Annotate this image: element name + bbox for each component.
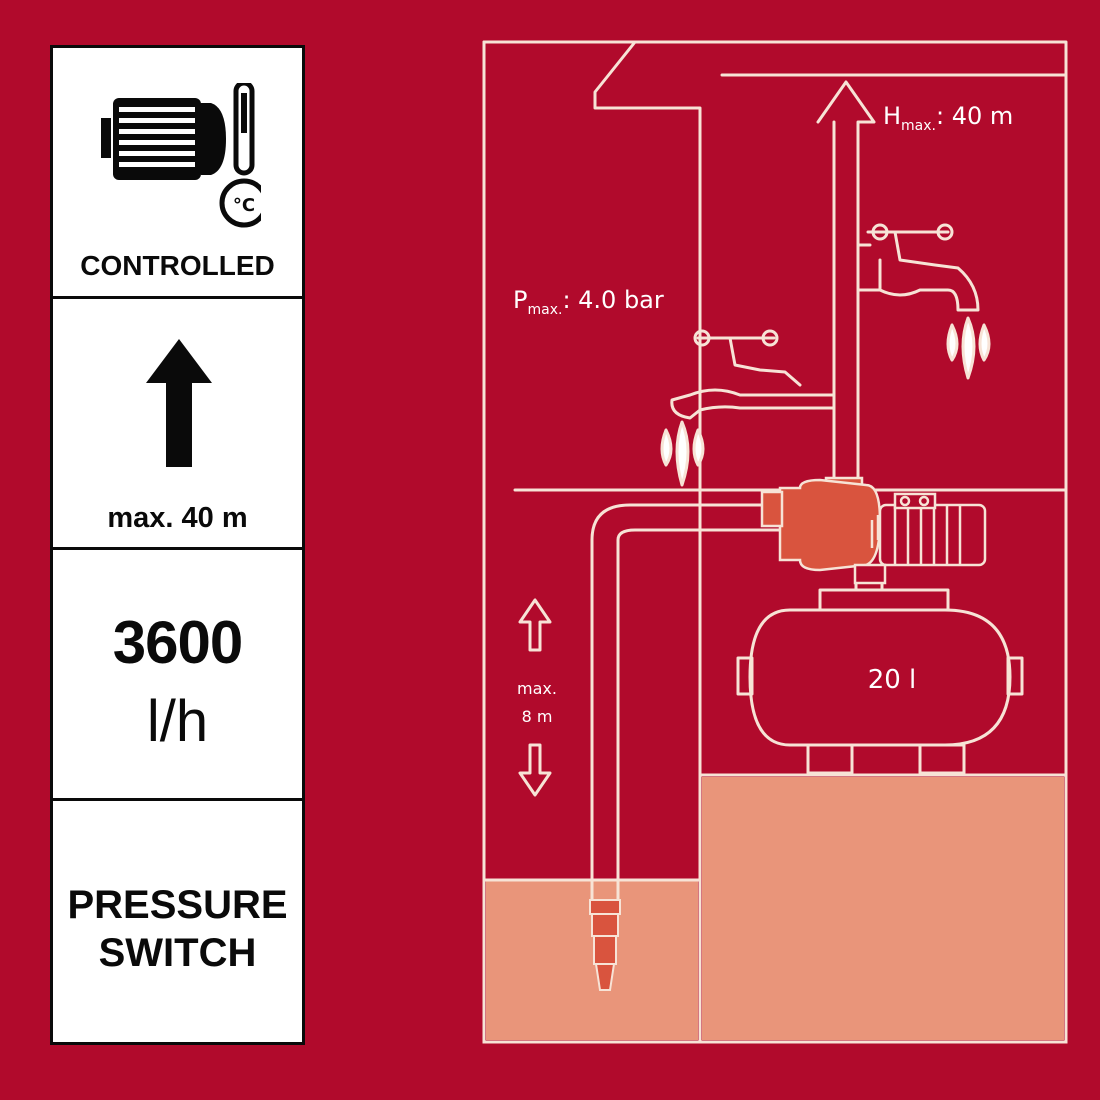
max-head-label: max. 40 m — [107, 502, 248, 534]
flow-rate-value: 3600 — [112, 609, 243, 676]
feature-flow-rate: 3600 l/h — [53, 550, 302, 798]
head-arrow-icon — [816, 80, 876, 492]
controlled-label: CONTROLLED — [80, 250, 275, 281]
upper-tap-icon — [866, 223, 980, 312]
flow-rate-unit: l/h — [146, 689, 209, 754]
foot-valve-icon — [589, 899, 621, 991]
water-drop — [961, 316, 976, 380]
suction-down-arrow-icon — [518, 743, 552, 797]
suction-label-line2: 8 m — [522, 707, 553, 726]
divider — [53, 798, 302, 801]
feature-pressure-switch: PRESSURE SWITCH — [53, 801, 302, 1045]
h-max-label: Hmax.: 40 m — [883, 102, 1013, 134]
water-drop — [675, 420, 690, 487]
water-drop — [660, 428, 673, 467]
feature-panel: °C CONTROLLED max. 40 m 3600 l/h PRESSUR… — [50, 45, 305, 1045]
pressure-switch-line1: PRESSURE — [67, 883, 288, 927]
suction-label-line1: max. — [517, 679, 557, 698]
divider — [53, 296, 302, 299]
water-drop — [692, 428, 705, 467]
svg-text:°C: °C — [233, 195, 255, 216]
lower-tap-icon — [693, 329, 802, 387]
divider — [53, 547, 302, 550]
water-drop — [946, 323, 959, 362]
water-drop — [978, 323, 991, 362]
pump-icon — [760, 476, 987, 585]
pressure-switch-line2: SWITCH — [98, 931, 257, 975]
suction-up-arrow-icon — [518, 598, 552, 652]
up-arrow-icon — [146, 339, 212, 467]
feature-controlled: °C CONTROLLED — [53, 48, 302, 296]
motor-thermometer-icon: °C — [101, 83, 261, 228]
feature-max-head: max. 40 m — [53, 299, 302, 547]
tank-volume-label: 20 l — [868, 665, 917, 695]
ground-water — [702, 777, 1064, 1040]
p-max-label: Pmax.: 4.0 bar — [513, 286, 664, 318]
